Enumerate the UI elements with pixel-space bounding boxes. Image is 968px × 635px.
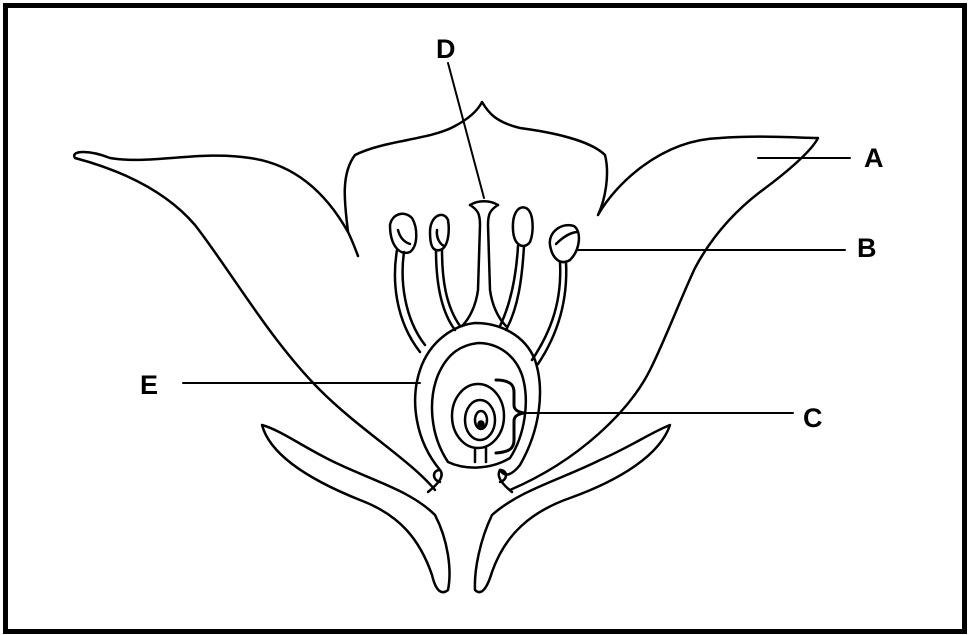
- anther-1-line: [398, 230, 410, 244]
- label-b: B: [857, 235, 877, 262]
- style: [462, 205, 480, 326]
- ovule-outer: [452, 384, 504, 448]
- ovule-dot: [479, 422, 484, 427]
- style-right: [488, 205, 506, 326]
- ovary-wall: [415, 323, 540, 475]
- ovule-middle: [465, 400, 495, 440]
- sepal-left: [262, 425, 449, 592]
- filament-1: [395, 250, 425, 352]
- anther-4: [550, 225, 579, 262]
- anther-2: [430, 215, 449, 250]
- filament-2: [436, 250, 460, 330]
- anther-1: [390, 214, 416, 253]
- petal-inner-edge: [348, 232, 358, 256]
- ovule-stalk: [475, 448, 486, 462]
- label-d: D: [436, 36, 456, 63]
- anther-3: [513, 207, 533, 246]
- anther-2-line: [437, 230, 444, 246]
- label-a: A: [864, 145, 884, 172]
- filament-4: [532, 262, 566, 364]
- sepal-right: [475, 425, 670, 592]
- leader-d: [448, 63, 484, 198]
- stigma: [470, 201, 498, 205]
- filament-3: [500, 246, 524, 330]
- anther-4-line: [556, 232, 578, 244]
- label-e: E: [140, 372, 158, 399]
- bracket-c: [496, 380, 524, 453]
- label-c: C: [803, 405, 823, 432]
